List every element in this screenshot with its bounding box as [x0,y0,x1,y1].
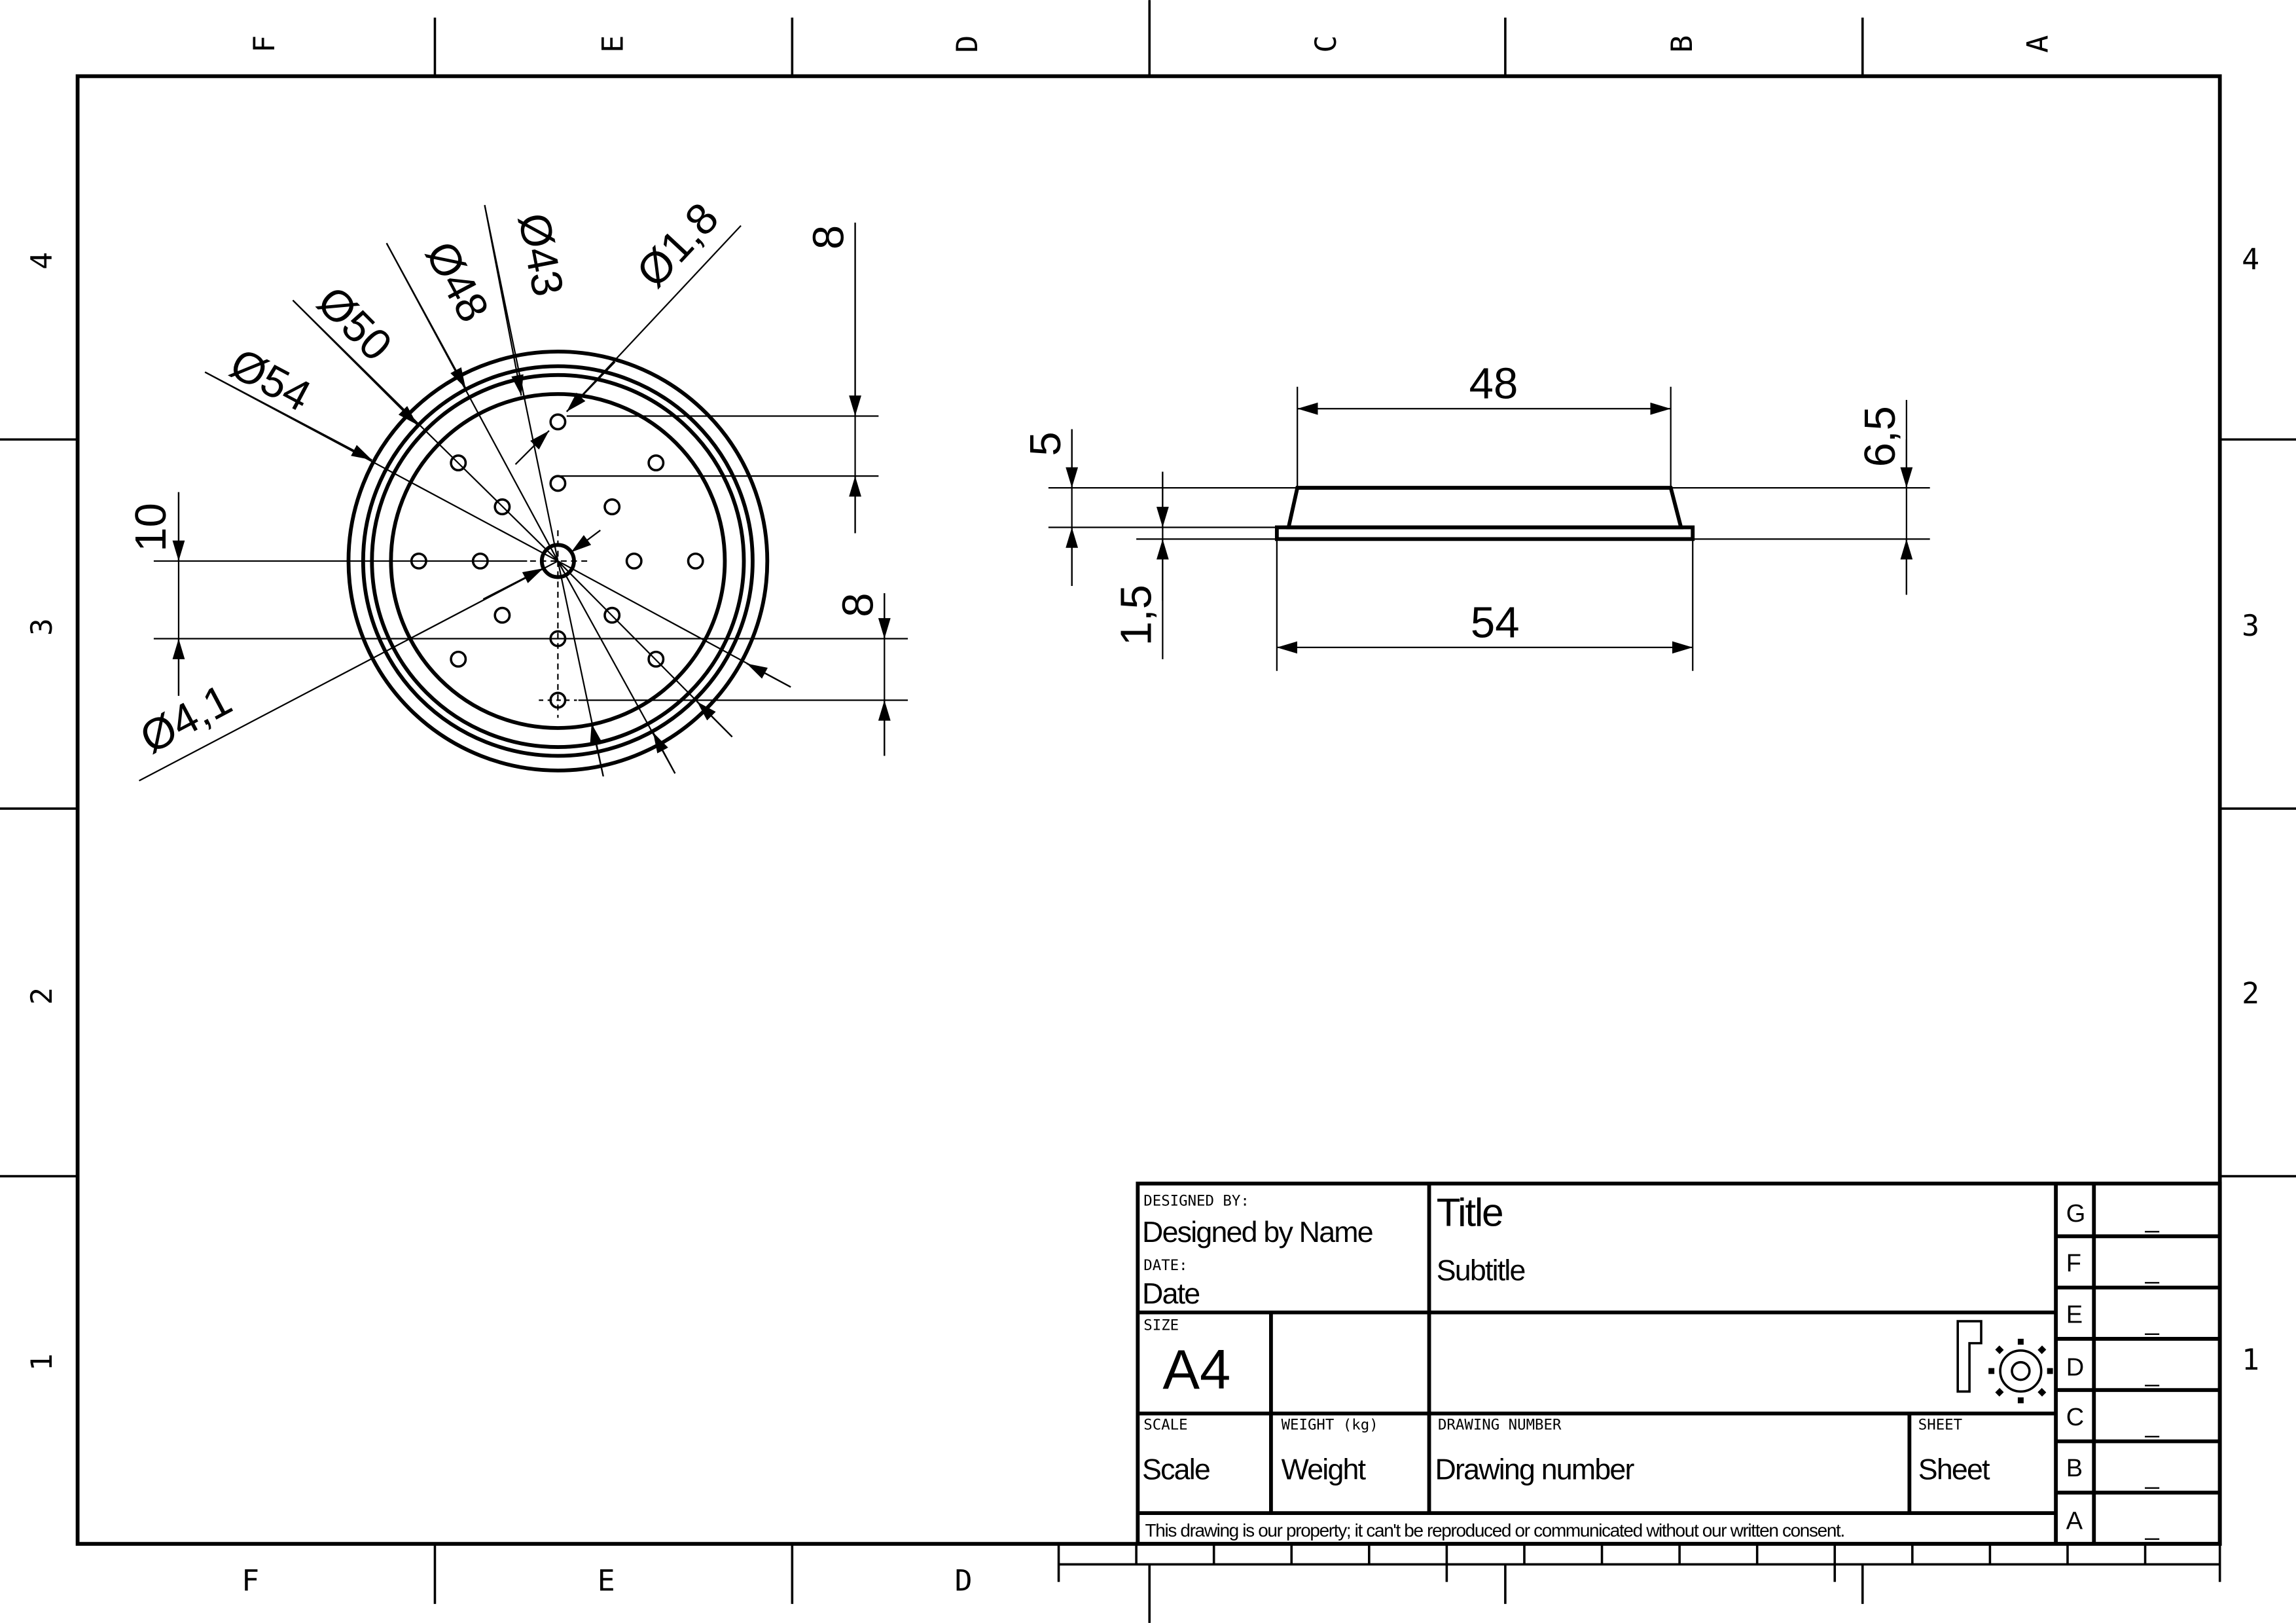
scale-value: Scale [1142,1453,1210,1486]
zone-left-2: 2 [24,987,59,1005]
revision-table: G _ F _ E _ D _ C _ B _ A _ [2066,1200,2160,1541]
weight-value: Weight [1282,1453,1367,1486]
scale-label: SCALE [1143,1417,1187,1434]
dim-d18: Ø1,8 [627,194,728,297]
dim-d41: Ø4,1 [132,675,240,763]
drawing-number-value: Drawing number [1435,1453,1635,1486]
zone-left-3: 3 [24,618,59,636]
dim-1-5: 1,5 [1111,585,1160,646]
dim-d50: Ø50 [308,277,401,371]
zone-bottom-f: F [242,1563,259,1598]
dim-8-bottom: 8 [833,593,882,617]
drawing-number-label: DRAWING NUMBER [1438,1417,1562,1434]
revision-value: _ [2145,1514,2160,1541]
dim-48: 48 [1469,359,1518,409]
freecad-logo-icon [1956,1320,2053,1404]
revision-letter: F [2066,1250,2081,1277]
zone-right-2: 2 [2242,976,2259,1011]
dim-5: 5 [1021,431,1070,456]
revision-letter: G [2066,1200,2086,1228]
property-notice: This drawing is our property; it can't b… [1145,1520,1844,1541]
zone-left-4: 4 [24,252,59,270]
revision-value: _ [2145,1257,2160,1285]
dim-d48: Ø48 [416,234,499,330]
revision-value: _ [2145,1462,2160,1489]
zone-top-e: E [596,35,630,53]
zone-bottom-d: D [955,1563,973,1598]
revision-letter: A [2066,1508,2083,1535]
sheet-value: Sheet [1918,1453,1990,1486]
designed-by-value: Designed by Name [1142,1216,1372,1249]
dim-d54: Ø54 [223,339,319,422]
zone-right-4: 4 [2242,242,2259,277]
revision-letter: E [2066,1301,2083,1328]
zone-top-b: B [1664,35,1699,53]
zone-right-1: 1 [2242,1342,2259,1377]
front-view: Ø54 Ø50 Ø48 Ø43 Ø1,8 Ø4,1 10 8 8 [126,194,908,782]
dim-d43: Ø43 [509,210,573,301]
revision-value: _ [2145,1411,2160,1438]
revision-letter: C [2066,1404,2084,1431]
designed-by-label: DESIGNED BY: [1143,1192,1249,1209]
dim-8-top: 8 [804,225,853,249]
zone-top-f: F [247,35,281,53]
side-view: 48 54 5 1,5 6,5 [1021,359,1930,671]
dim-10: 10 [126,503,175,552]
dim-6-5: 6,5 [1856,406,1905,467]
revision-value: _ [2145,1308,2160,1336]
zone-right-3: 3 [2242,608,2259,643]
date-label: DATE: [1143,1257,1187,1274]
revision-letter: D [2066,1354,2084,1381]
dim-54: 54 [1471,598,1520,647]
date-value: Date [1142,1277,1199,1310]
weight-label: WEIGHT (kg) [1282,1417,1378,1434]
zone-top-a: A [2020,35,2054,53]
zone-left-1: 1 [24,1353,59,1371]
revision-value: _ [2145,1206,2160,1233]
subtitle-value: Subtitle [1437,1254,1525,1286]
zone-top-c: C [1308,35,1343,53]
size-label: SIZE [1143,1317,1179,1334]
zone-bottom-e: E [598,1563,615,1598]
revision-value: _ [2145,1360,2160,1387]
title-value: Title [1437,1190,1503,1235]
sheet-label: SHEET [1918,1417,1962,1434]
zone-top-d: D [950,35,984,53]
revision-letter: B [2066,1455,2083,1482]
title-block: DESIGNED BY: Designed by Name DATE: Date… [1136,1181,2222,1546]
size-value: A4 [1162,1339,1230,1401]
